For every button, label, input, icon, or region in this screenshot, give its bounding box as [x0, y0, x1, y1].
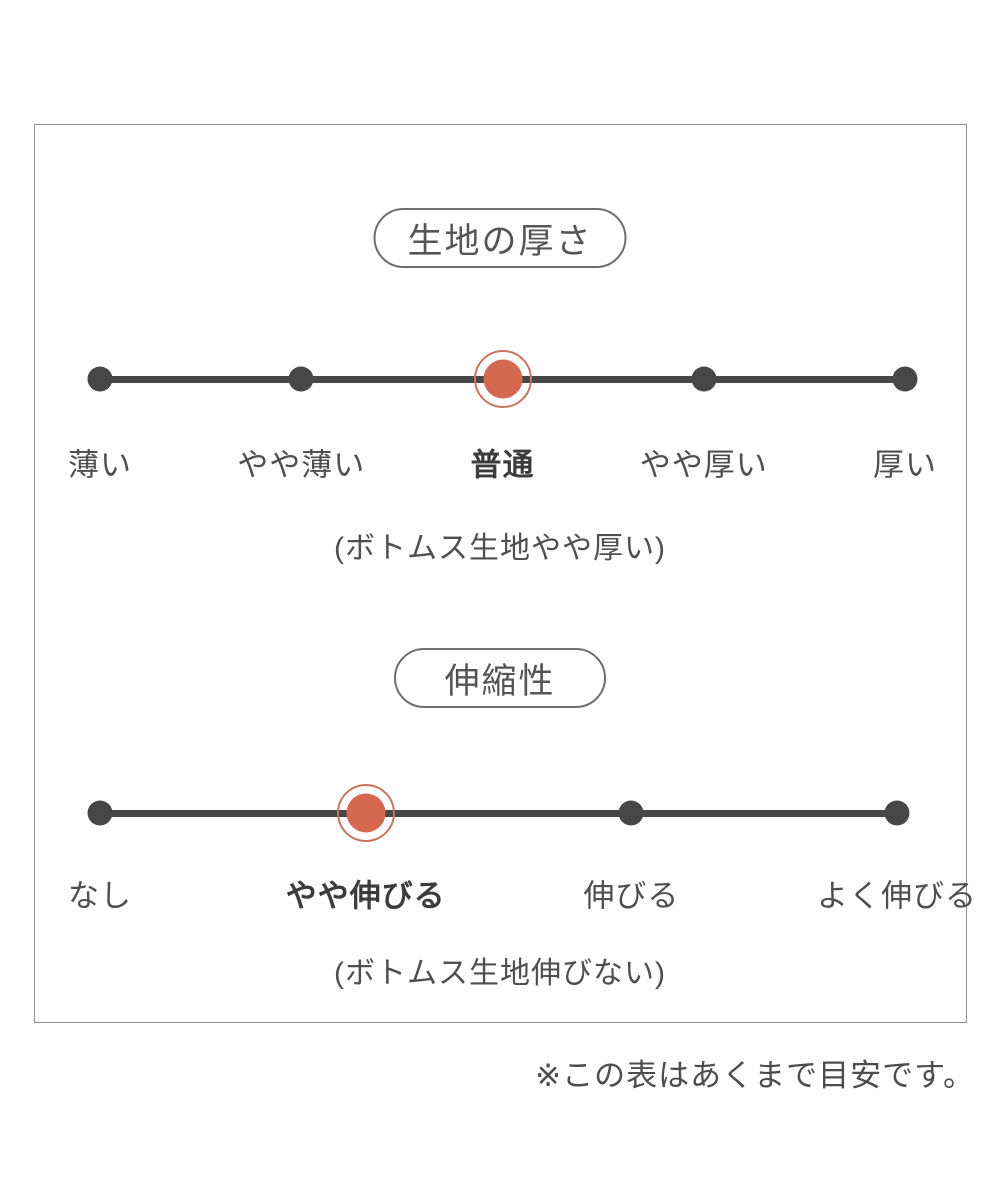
disclaimer-footnote: ※この表はあくまで目安です。 — [535, 1058, 975, 1093]
scale-label-3: やや厚い — [639, 447, 768, 483]
selected-dot-ring — [473, 350, 532, 408]
scale-label-1: やや薄い — [237, 447, 366, 483]
stretch-title: 伸縮性 — [444, 661, 556, 701]
stretch-title-pill: 伸縮性 — [394, 648, 606, 708]
thickness-title: 生地の厚さ — [407, 221, 593, 261]
scale-dot — [892, 366, 918, 392]
scale-label-3: よく伸びる — [817, 878, 977, 914]
stretch-note: (ボトムス生地伸びない) — [334, 957, 666, 990]
scale-label-2: 伸びる — [583, 878, 680, 914]
scale-dot — [884, 800, 910, 826]
thickness-title-pill: 生地の厚さ — [373, 208, 627, 268]
scale-label-4: 厚い — [873, 447, 937, 483]
chart-frame — [34, 124, 967, 1023]
selected-dot-ring — [336, 784, 395, 842]
scale-label-0: なし — [68, 878, 132, 914]
scale-label-0: 薄い — [68, 447, 132, 483]
scale-label-1: やや伸びる — [285, 878, 446, 914]
scale-dot — [87, 800, 113, 826]
scale-dot — [87, 366, 113, 392]
stretch-scale-line — [97, 809, 900, 817]
scale-dot — [618, 800, 644, 826]
scale-dot — [288, 366, 314, 392]
scale-dot — [691, 366, 717, 392]
scale-label-2: 普通 — [470, 447, 535, 483]
thickness-note: (ボトムス生地やや厚い) — [334, 532, 666, 565]
